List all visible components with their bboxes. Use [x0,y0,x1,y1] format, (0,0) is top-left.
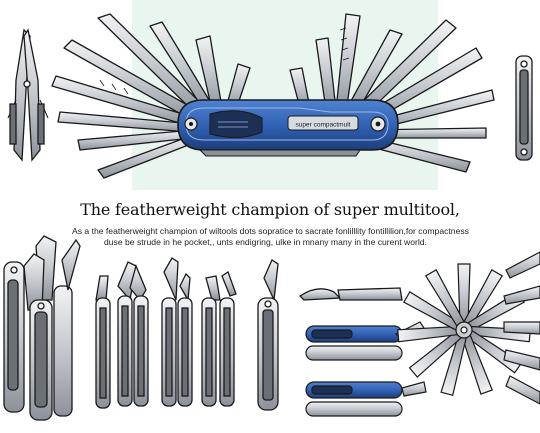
pliers-icon [95,261,149,409]
saw-blade-icon [397,263,531,397]
description: As a the featherweight champion of wilto… [72,226,482,248]
scissors-icon [503,251,540,405]
multitool-icon [515,55,533,161]
headline: The featherweight champion of super mult… [80,200,460,219]
multitool-icon [3,235,81,421]
knife-blade-icon [161,257,193,407]
screwdriver-icon [257,259,279,411]
knife-blade-icon [298,287,403,301]
pliers-icon [7,28,49,162]
hero-brand-label: super compactmult [296,122,351,129]
description-line-1: As a the featherweight champion of wilto… [72,226,469,236]
description-line-2: duse be strude in he pocket,, unts endig… [104,237,427,247]
hero-multitool [177,99,399,157]
pliers-icon [201,271,237,407]
